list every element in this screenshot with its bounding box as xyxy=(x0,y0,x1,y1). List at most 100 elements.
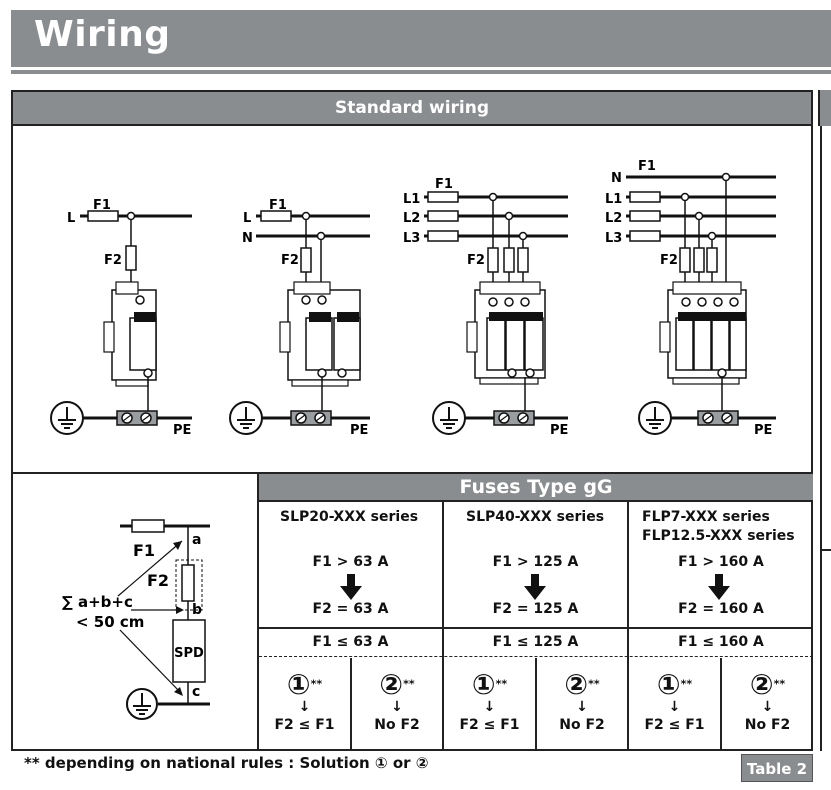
solution-cell: ①** ↓ F2 ≤ F1 xyxy=(444,668,535,733)
small-down-arrow-icon: ↓ xyxy=(761,699,774,715)
label-f2: F2 xyxy=(281,253,299,268)
dashed-divider xyxy=(259,656,813,657)
column-divider xyxy=(350,658,352,751)
series-title: SLP40-XXX series xyxy=(466,509,605,525)
solution-mark: ** xyxy=(310,677,323,691)
label-l2: L2 xyxy=(605,211,622,226)
label-l1: L1 xyxy=(605,192,622,207)
small-down-arrow-icon: ↓ xyxy=(298,699,311,715)
label-a: a xyxy=(192,532,201,548)
adjacent-panel-tick xyxy=(822,549,831,551)
label-n: N xyxy=(611,171,622,186)
fuses-title: Fuses Type gG xyxy=(459,476,613,498)
solution-rule: No F2 xyxy=(374,717,420,733)
column-divider xyxy=(720,658,722,751)
f1-less-equal: F1 ≤ 160 A xyxy=(678,634,764,650)
solution-1-icon: ① xyxy=(656,668,681,701)
down-arrow-icon xyxy=(340,574,362,600)
label-l: L xyxy=(67,211,75,226)
standard-wiring-header xyxy=(11,90,813,126)
title-rule xyxy=(11,70,831,74)
small-down-arrow-icon: ↓ xyxy=(668,699,681,715)
f1-less-equal: F1 ≤ 63 A xyxy=(312,634,389,650)
standard-wiring-title: Standard wiring xyxy=(334,98,490,118)
f2-equal: F2 = 160 A xyxy=(678,601,764,617)
label-pe: PE xyxy=(754,423,772,438)
wiring-diagrams: L F1 F2 PE L N F1 F2 xyxy=(50,159,776,438)
label-l2: L2 xyxy=(403,211,420,226)
diagram-single-phase-neutral: L N F1 F2 PE xyxy=(229,198,370,438)
title-bar xyxy=(11,10,831,67)
f1-less-equal: F1 ≤ 125 A xyxy=(492,634,579,650)
solution-rule: F2 ≤ F1 xyxy=(274,717,335,733)
diagram-three-phase: L1 L2 L3 F1 F2 xyxy=(403,177,568,438)
adjacent-panel-edge xyxy=(818,90,831,126)
label-c: c xyxy=(192,684,200,700)
label-l1: L1 xyxy=(403,192,420,207)
solution-mark: ** xyxy=(588,677,600,691)
label-f1: F1 xyxy=(269,198,287,213)
distance-diagram: F1 F2 a b c SPD ∑ a+b+c < 50 cm xyxy=(62,519,210,720)
small-down-arrow-icon: ↓ xyxy=(576,699,588,715)
solution-2-icon: ② xyxy=(749,668,774,701)
down-arrow-icon xyxy=(708,574,730,600)
limit-label: < 50 cm xyxy=(76,613,144,631)
solution-cell: ②** ↓ No F2 xyxy=(352,668,442,733)
f2-equal: F2 = 63 A xyxy=(312,601,389,617)
label-f2: F2 xyxy=(467,253,485,268)
label-f1: F1 xyxy=(93,198,111,213)
label-b: b xyxy=(192,602,202,618)
row-divider xyxy=(259,627,813,629)
solution-rule: F2 ≤ F1 xyxy=(644,717,705,733)
column-divider xyxy=(442,502,444,751)
label-f1: F1 xyxy=(435,177,453,192)
solution-cell: ②** ↓ No F2 xyxy=(722,668,813,733)
label-l: L xyxy=(243,211,251,226)
f1-greater: F1 > 63 A xyxy=(312,554,389,570)
diagram-single-phase: L F1 F2 PE xyxy=(50,198,192,438)
page-title: Wiring xyxy=(34,14,171,55)
solution-1-icon: ① xyxy=(471,668,496,701)
column-divider xyxy=(627,502,629,751)
down-arrow-icon xyxy=(524,574,546,600)
solution-rule: No F2 xyxy=(744,717,791,733)
solution-rule: No F2 xyxy=(559,717,605,733)
label-f1: F1 xyxy=(133,541,155,560)
panel-divider xyxy=(11,472,813,474)
solution-mark: ** xyxy=(495,677,508,691)
label-pe: PE xyxy=(173,423,191,438)
solution-cell: ①** ↓ F2 ≤ F1 xyxy=(629,668,720,733)
sum-label: ∑ a+b+c xyxy=(62,593,133,611)
label-n: N xyxy=(242,231,253,246)
label-pe: PE xyxy=(350,423,368,438)
series-title: SLP20-XXX series xyxy=(280,509,419,525)
table-left-border xyxy=(257,474,259,751)
label-l3: L3 xyxy=(605,231,622,246)
f1-greater: F1 > 125 A xyxy=(492,554,579,570)
f1-greater: F1 > 160 A xyxy=(678,554,764,570)
label-f1: F1 xyxy=(638,159,656,174)
solution-cell: ①** ↓ F2 ≤ F1 xyxy=(259,668,350,733)
solution-2-icon: ② xyxy=(379,668,404,701)
f2-equal: F2 = 125 A xyxy=(492,601,579,617)
column-divider xyxy=(535,658,537,751)
series-title: FLP7-XXX series xyxy=(642,509,770,525)
solution-2-icon: ② xyxy=(564,668,589,701)
solution-1-icon: ① xyxy=(286,668,311,701)
small-down-arrow-icon: ↓ xyxy=(391,699,403,715)
label-pe: PE xyxy=(550,423,568,438)
solution-cell: ②** ↓ No F2 xyxy=(537,668,627,733)
footnote: ** depending on national rules : Solutio… xyxy=(24,754,429,772)
label-f2: F2 xyxy=(147,571,169,590)
solution-mark: ** xyxy=(403,677,415,691)
solution-rule: F2 ≤ F1 xyxy=(459,717,520,733)
diagram-three-phase-neutral: N F1 L1 L2 L3 F2 xyxy=(605,159,776,438)
fuses-header xyxy=(259,474,813,502)
standard-wiring-panel xyxy=(11,126,813,751)
small-down-arrow-icon: ↓ xyxy=(483,699,496,715)
solution-mark: ** xyxy=(773,677,786,691)
spd-label: SPD xyxy=(174,646,204,661)
label-f2: F2 xyxy=(104,253,122,268)
table-badge: Table 2 xyxy=(741,754,813,782)
adjacent-panel-border xyxy=(820,126,822,751)
